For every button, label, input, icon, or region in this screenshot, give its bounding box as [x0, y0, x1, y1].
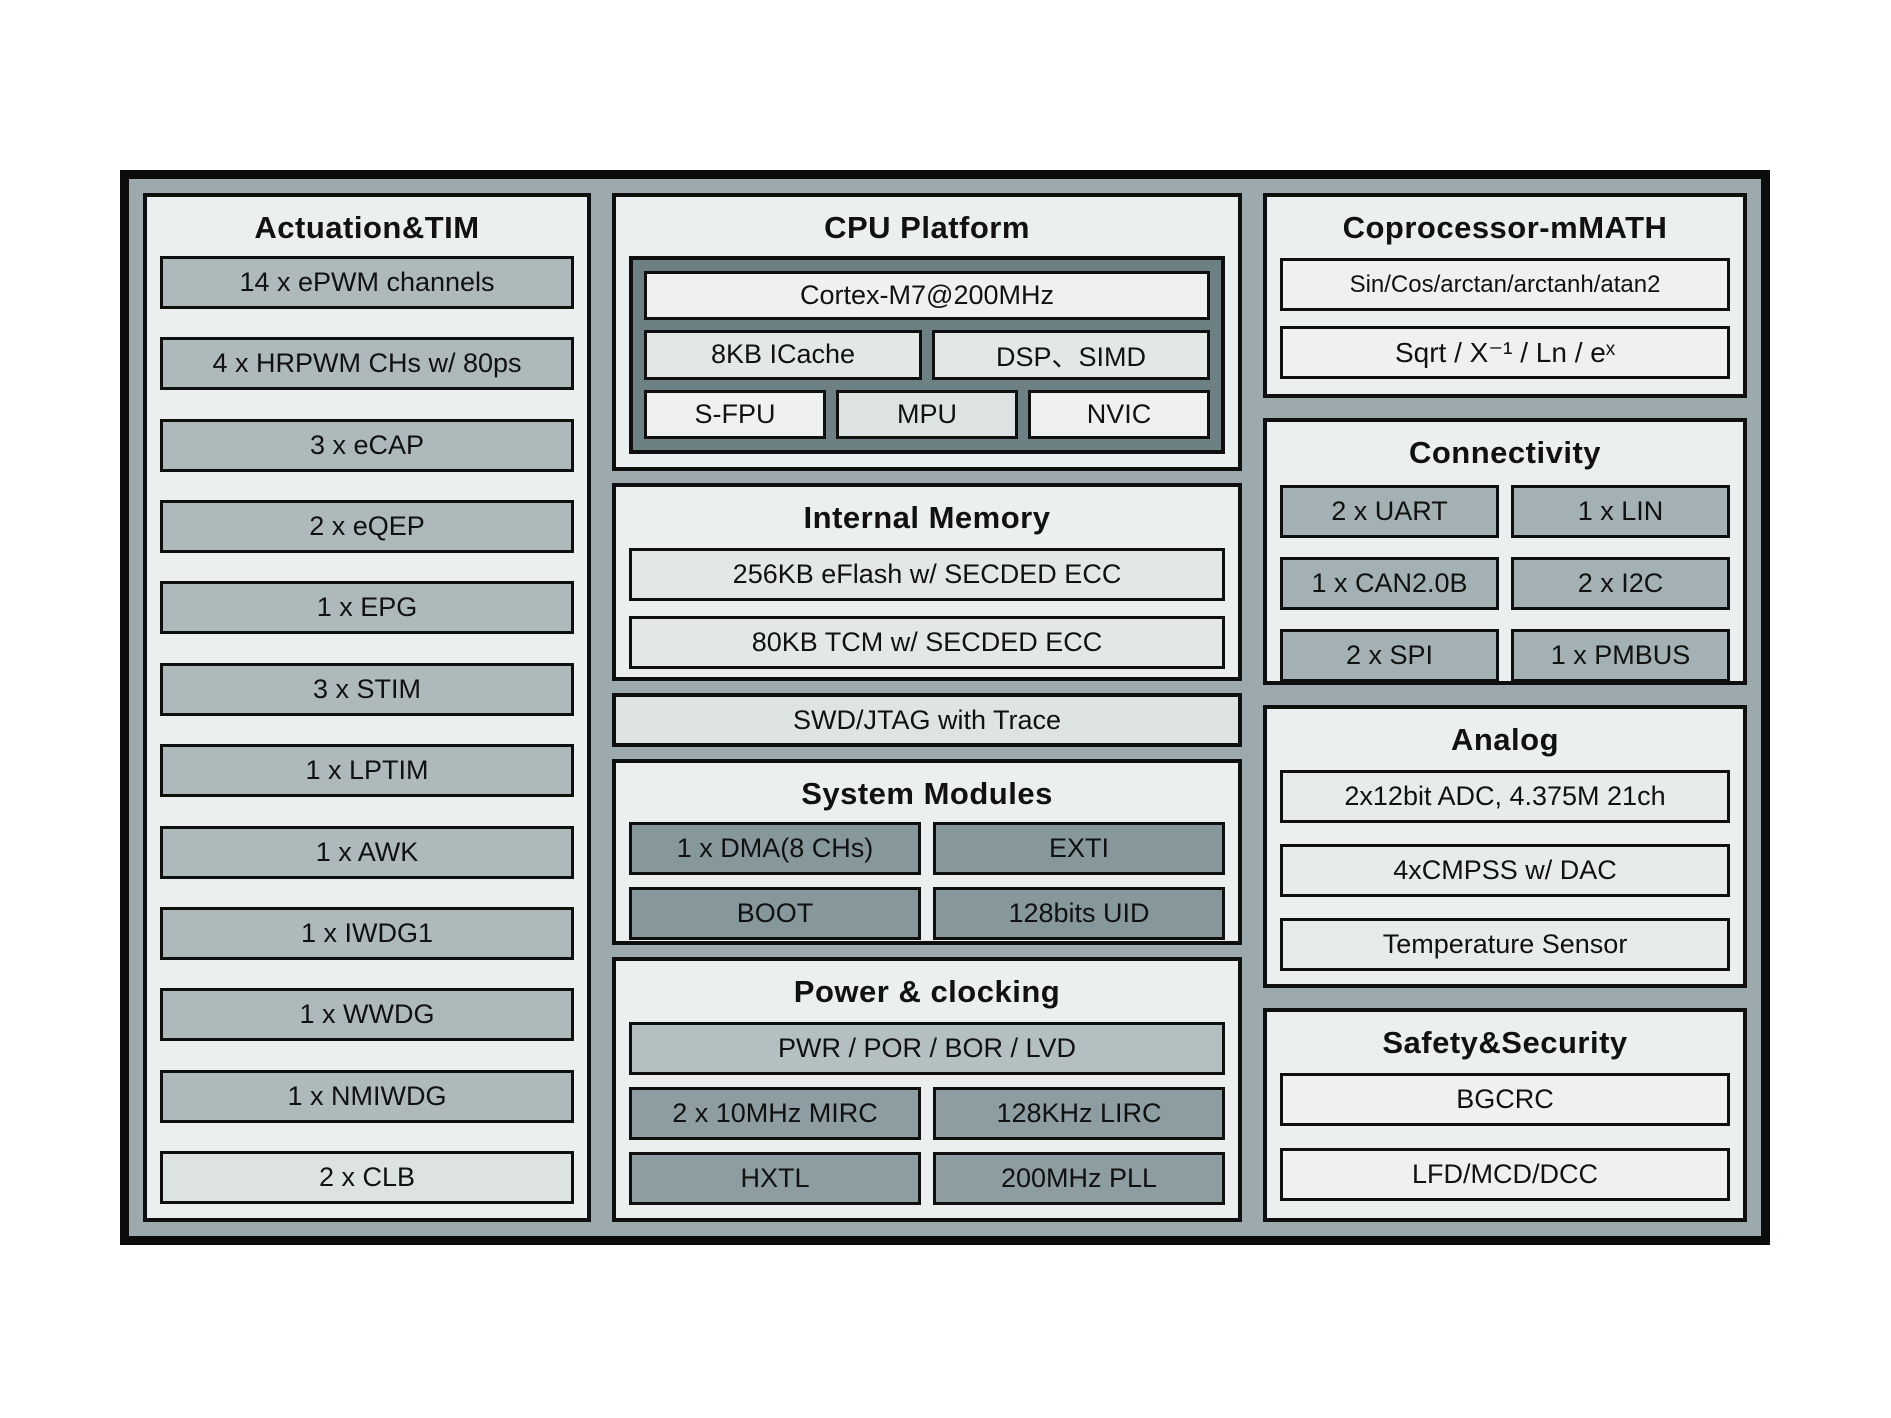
panel-title-system: System Modules [801, 776, 1053, 811]
panel-actuation-tim: Actuation&TIM 14 x ePWM channels 4 x HRP… [143, 193, 591, 1222]
cmpss-box: 4xCMPSS w/ DAC [1280, 844, 1730, 897]
connectivity-grid: 2 x UART 1 x LIN 1 x CAN2.0B 2 x I2C 2 x… [1267, 481, 1743, 695]
panel-title-power: Power & clocking [793, 974, 1061, 1009]
i2c-box: 2 x I2C [1511, 557, 1730, 610]
column-left: Actuation&TIM 14 x ePWM channels 4 x HRP… [143, 193, 591, 1222]
trig-functions-box: Sin/Cos/arctan/arctanh/atan2 [1280, 258, 1730, 311]
bgcrc-box: BGCRC [1280, 1073, 1730, 1126]
nvic-box: NVIC [1028, 389, 1210, 439]
dma-box: 1 x DMA(8 CHs) [629, 822, 921, 875]
actuation-item-iwdg1: 1 x IWDG1 [160, 906, 574, 960]
actuation-item-epwm: 14 x ePWM channels [160, 256, 574, 309]
spi-box: 2 x SPI [1280, 629, 1499, 682]
icache-box: 8KB ICache [644, 330, 922, 380]
panel-analog: Analog 2x12bit ADC, 4.375M 21ch 4xCMPSS … [1263, 705, 1747, 988]
uid-box: 128bits UID [933, 887, 1225, 940]
panel-title-safety: Safety&Security [1382, 1025, 1628, 1060]
cpu-row-units: S-FPU MPU NVIC [644, 389, 1210, 439]
system-module-grid: 1 x DMA(8 CHs) EXTI BOOT 128bits UID [616, 822, 1238, 953]
mirc-box: 2 x 10MHz MIRC [629, 1087, 921, 1140]
mpu-box: MPU [836, 389, 1018, 439]
eflash-box: 256KB eFlash w/ SECDED ECC [629, 548, 1225, 601]
actuation-item-ecap: 3 x eCAP [160, 418, 574, 472]
cpu-core-cluster: Cortex-M7@200MHz 8KB ICache DSP、SIMD S-F… [629, 256, 1225, 454]
adc-box: 2x12bit ADC, 4.375M 21ch [1280, 770, 1730, 823]
clock-grid: 2 x 10MHz MIRC 128KHz LIRC HXTL 200MHz P… [616, 1075, 1238, 1218]
tcm-box: 80KB TCM w/ SECDED ECC [629, 616, 1225, 669]
panel-power-clocking: Power & clocking PWR / POR / BOR / LVD 2… [612, 957, 1242, 1222]
lin-box: 1 x LIN [1511, 485, 1730, 538]
sqrt-ln-exp-box: Sqrt / X⁻¹ / Ln / eˣ [1280, 326, 1730, 379]
panel-connectivity: Connectivity 2 x UART 1 x LIN 1 x CAN2.0… [1263, 418, 1747, 685]
panel-title-analog: Analog [1450, 722, 1560, 757]
coprocessor-item-list: Sin/Cos/arctan/arctanh/atan2 Sqrt / X⁻¹ … [1267, 256, 1743, 392]
swd-jtag-bar: SWD/JTAG with Trace [612, 693, 1242, 747]
temp-sensor-box: Temperature Sensor [1280, 918, 1730, 971]
panel-title-coprocessor: Coprocessor-mMATH [1342, 210, 1668, 245]
panel-title-connectivity: Connectivity [1408, 435, 1602, 470]
boot-box: BOOT [629, 887, 921, 940]
actuation-item-awk: 1 x AWK [160, 825, 574, 879]
sfpu-box: S-FPU [644, 389, 826, 439]
panel-title-cpu: CPU Platform [824, 210, 1030, 245]
panel-safety-security: Safety&Security BGCRC LFD/MCD/DCC [1263, 1008, 1747, 1222]
actuation-item-eqep: 2 x eQEP [160, 500, 574, 554]
actuation-item-epg: 1 x EPG [160, 581, 574, 635]
panel-title-actuation: Actuation&TIM [254, 210, 480, 245]
dsp-simd-box: DSP、SIMD [932, 330, 1210, 380]
pmbus-box: 1 x PMBUS [1511, 629, 1730, 682]
cpu-row-cache: 8KB ICache DSP、SIMD [644, 330, 1210, 380]
actuation-item-list: 14 x ePWM channels 4 x HRPWM CHs w/ 80ps… [147, 256, 587, 1204]
memory-item-list: 256KB eFlash w/ SECDED ECC 80KB TCM w/ S… [616, 546, 1238, 682]
panel-internal-memory: Internal Memory 256KB eFlash w/ SECDED E… [612, 483, 1242, 681]
actuation-item-clb: 2 x CLB [160, 1150, 574, 1204]
safety-item-list: BGCRC LFD/MCD/DCC [1267, 1071, 1743, 1214]
cpu-core-box: Cortex-M7@200MHz [644, 271, 1210, 321]
actuation-item-nmiwdg: 1 x NMIWDG [160, 1069, 574, 1123]
actuation-item-stim: 3 x STIM [160, 662, 574, 716]
column-middle: CPU Platform Cortex-M7@200MHz 8KB ICache… [612, 193, 1242, 1222]
hxtl-box: HXTL [629, 1152, 921, 1205]
lirc-box: 128KHz LIRC [933, 1087, 1225, 1140]
panel-title-memory: Internal Memory [803, 500, 1051, 535]
panel-coprocessor-mmath: Coprocessor-mMATH Sin/Cos/arctan/arctanh… [1263, 193, 1747, 398]
pll-box: 200MHz PLL [933, 1152, 1225, 1205]
lfd-mcd-dcc-box: LFD/MCD/DCC [1280, 1148, 1730, 1201]
cpu-row-core: Cortex-M7@200MHz [644, 271, 1210, 321]
column-right: Coprocessor-mMATH Sin/Cos/arctan/arctanh… [1263, 193, 1747, 1222]
panel-system-modules: System Modules 1 x DMA(8 CHs) EXTI BOOT … [612, 759, 1242, 945]
chip-outline: Actuation&TIM 14 x ePWM channels 4 x HRP… [120, 170, 1770, 1245]
exti-box: EXTI [933, 822, 1225, 875]
actuation-item-wwdg: 1 x WWDG [160, 988, 574, 1042]
uart-box: 2 x UART [1280, 485, 1499, 538]
actuation-item-hrpwm: 4 x HRPWM CHs w/ 80ps [160, 337, 574, 391]
analog-item-list: 2x12bit ADC, 4.375M 21ch 4xCMPSS w/ DAC … [1267, 768, 1743, 984]
pwr-por-bor-lvd-box: PWR / POR / BOR / LVD [629, 1022, 1225, 1075]
panel-cpu-platform: CPU Platform Cortex-M7@200MHz 8KB ICache… [612, 193, 1242, 471]
can-box: 1 x CAN2.0B [1280, 557, 1499, 610]
actuation-item-lptim: 1 x LPTIM [160, 744, 574, 798]
